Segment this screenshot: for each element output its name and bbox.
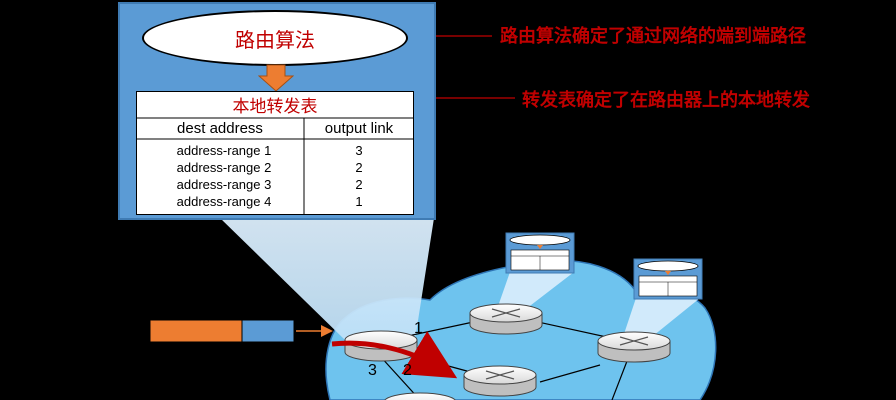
routing-algorithm-ellipse: 路由算法 bbox=[142, 10, 408, 66]
down-arrow-icon bbox=[258, 64, 294, 92]
forwarding-annotation: 转发表确定了在路由器上的本地转发 bbox=[522, 90, 810, 111]
mini-table-2 bbox=[633, 258, 703, 300]
table-row-dest: address-range 4 bbox=[176, 194, 272, 209]
router-bottom bbox=[384, 392, 456, 400]
forwarding-arrow bbox=[331, 331, 458, 379]
mini-beam-1 bbox=[496, 272, 574, 312]
mini-table-1 bbox=[505, 232, 575, 274]
zoom-beam bbox=[220, 218, 434, 340]
header-dest-address: dest address bbox=[177, 120, 263, 137]
table-row-link: 2 bbox=[355, 177, 363, 192]
router-right bbox=[597, 331, 671, 363]
routing-annotation: 路由算法确定了通过网络的端到端路径 bbox=[500, 26, 806, 47]
forwarding-table-title: 本地转发表 bbox=[232, 97, 318, 117]
table-row-link: 2 bbox=[355, 160, 363, 175]
table-row-dest: address-range 3 bbox=[176, 177, 272, 192]
table-row-link: 1 bbox=[355, 194, 363, 209]
header-output-link: output link bbox=[324, 120, 394, 137]
table-row-dest: address-range 2 bbox=[176, 160, 272, 175]
port-label-2: 2 bbox=[403, 362, 412, 379]
router-top bbox=[469, 303, 543, 335]
table-row-link: 3 bbox=[355, 143, 363, 158]
table-row-dest: address-range 1 bbox=[176, 143, 272, 158]
router-middle bbox=[463, 365, 537, 397]
incoming-packet bbox=[149, 319, 333, 343]
port-label-3: 3 bbox=[368, 362, 377, 379]
forwarding-table-grid bbox=[136, 117, 414, 215]
routing-algorithm-label: 路由算法 bbox=[235, 27, 315, 52]
mini-beam-2 bbox=[622, 298, 700, 340]
port-label-1: 1 bbox=[414, 320, 423, 337]
forwarding-table bbox=[136, 91, 414, 215]
